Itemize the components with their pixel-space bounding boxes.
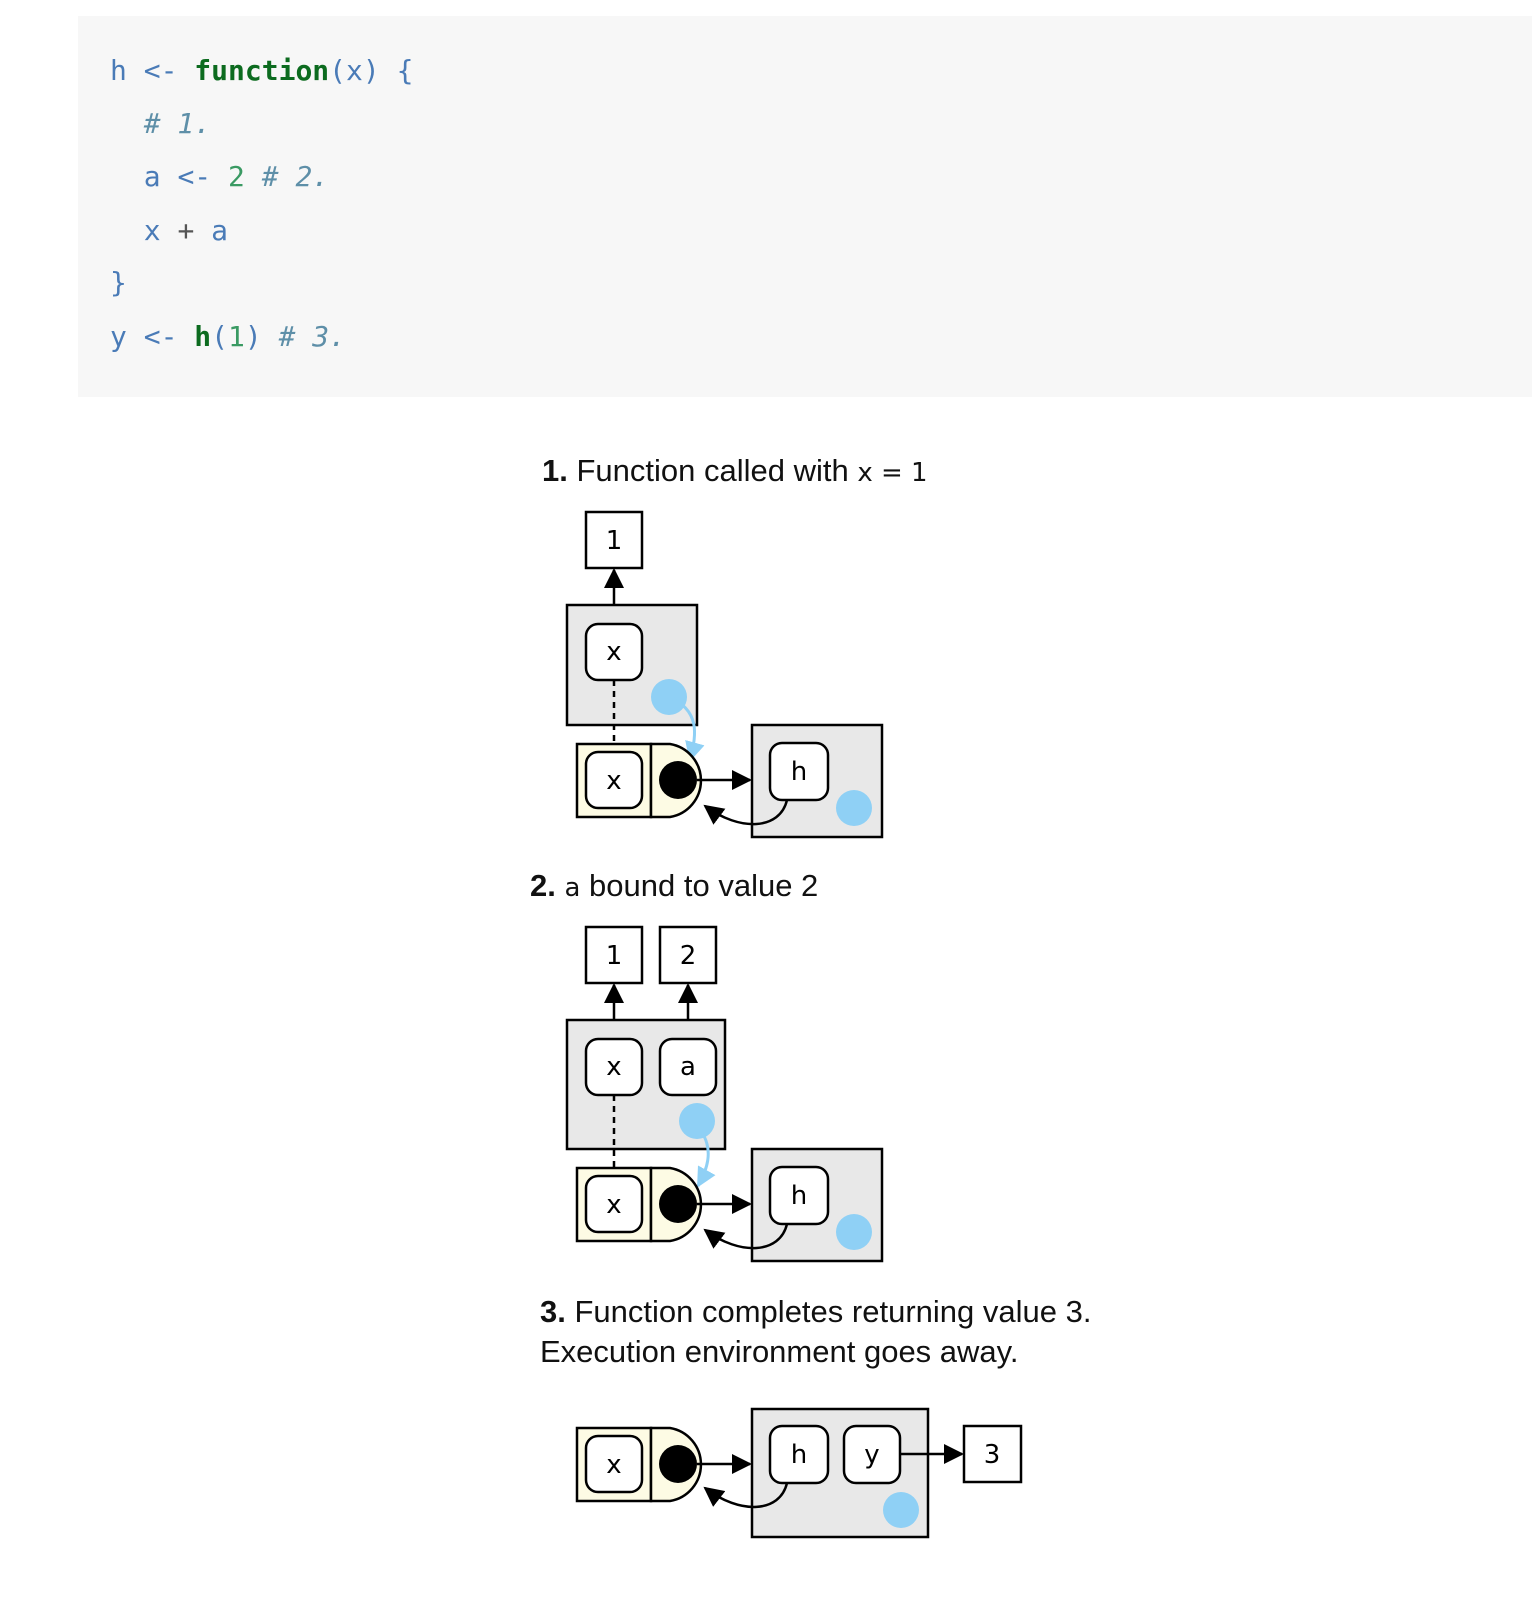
code-token: a [110,160,178,193]
binding-h [768,1165,830,1226]
code-line-6: y <- h(1) # 3. [110,320,346,354]
step-1-caption-code: x = 1 [857,458,928,488]
parent-dot [883,1492,919,1528]
code-token: <- [143,320,178,353]
step-3-diagram: x h y 3 [575,1407,1023,1539]
parent-arrow [696,1135,716,1188]
parent-dot [679,1103,715,1139]
function-dot [659,1185,697,1223]
value-box-2 [658,925,718,985]
code-token: x [110,214,178,247]
frame-arg-x [584,1174,644,1234]
code-line-3: a <- 2 # 2. [110,160,329,194]
step-3-caption-line2: Execution environment goes away. [540,1334,1019,1369]
code-token: # 3. [278,320,347,353]
step-3-caption: 3. Function completes returning value 3.… [540,1292,1091,1372]
code-line-2: # 1. [110,107,211,141]
code-line-1: h <- function(x) { [110,54,413,88]
code-token: <- [143,54,178,87]
value-text: 1 [606,526,623,556]
step-1-number: 1. [542,453,568,488]
frame-arg-x [584,1434,644,1494]
binding-label: h [791,757,807,787]
step-2-diagram: 1 2 x a x h [565,925,884,1263]
h-to-function-arrow [703,799,789,826]
binding-label: x [606,637,621,667]
frame-arg-label: x [606,1450,621,1480]
binding-label: h [791,1440,807,1470]
frame-arg-label: x [606,1190,621,1220]
binding-label: x [606,1052,621,1082]
value-box-1 [584,925,644,985]
binding-label: h [791,1181,807,1211]
step-3-caption-line1: Function completes returning value 3. [574,1294,1092,1329]
code-token: <- [177,160,212,193]
code-token: ( [211,320,229,353]
function-dot [659,1445,697,1483]
step-3-number: 3. [540,1294,566,1329]
binding-h [768,1424,830,1485]
parent-dot [836,1214,872,1250]
frame-arg-label: x [606,766,621,796]
value-box-3 [962,1424,1023,1484]
step-1-diagram: 1 x x h [565,510,884,839]
value-text: 2 [680,941,697,971]
step-2-caption-suffix: bound to value 2 [589,868,819,903]
code-token: } [110,266,127,299]
binding-a [658,1037,718,1097]
code-token: (x) { [329,54,414,87]
code-token: # 2. [261,160,330,193]
function-dot [659,761,697,799]
binding-h [768,741,830,802]
step-1-caption-prefix: Function called with [576,453,849,488]
frame-arg-x [584,750,644,810]
binding-label: y [864,1440,879,1470]
code-token: 1 [228,320,245,353]
code-token: function [194,54,330,87]
code-line-5: } [110,266,127,300]
value-text: 3 [984,1440,1001,1470]
code-token: + [177,214,195,247]
code-token: h [110,54,144,87]
code-token: y [110,320,144,353]
parent-dot [836,790,872,826]
code-line-4: x + a [110,214,228,248]
step-2-caption: 2. a bound to value 2 [530,866,818,908]
h-to-function-arrow [703,1482,789,1509]
binding-label: a [680,1052,696,1082]
code-token: ) [244,320,279,353]
code-token: h [194,320,212,353]
code-token: 2 [228,160,245,193]
step-1-caption: 1. Function called with x = 1 [542,451,928,493]
h-to-function-arrow [703,1223,789,1250]
code-block: h <- function(x) { # 1. a <- 2 # 2. x + … [78,16,1532,397]
code-token: a [194,214,229,247]
code-token: # 1. [143,107,212,140]
value-text: 1 [606,941,623,971]
step-2-number: 2. [530,868,556,903]
parent-arrow [668,695,705,762]
step-2-caption-code: a [564,873,581,903]
